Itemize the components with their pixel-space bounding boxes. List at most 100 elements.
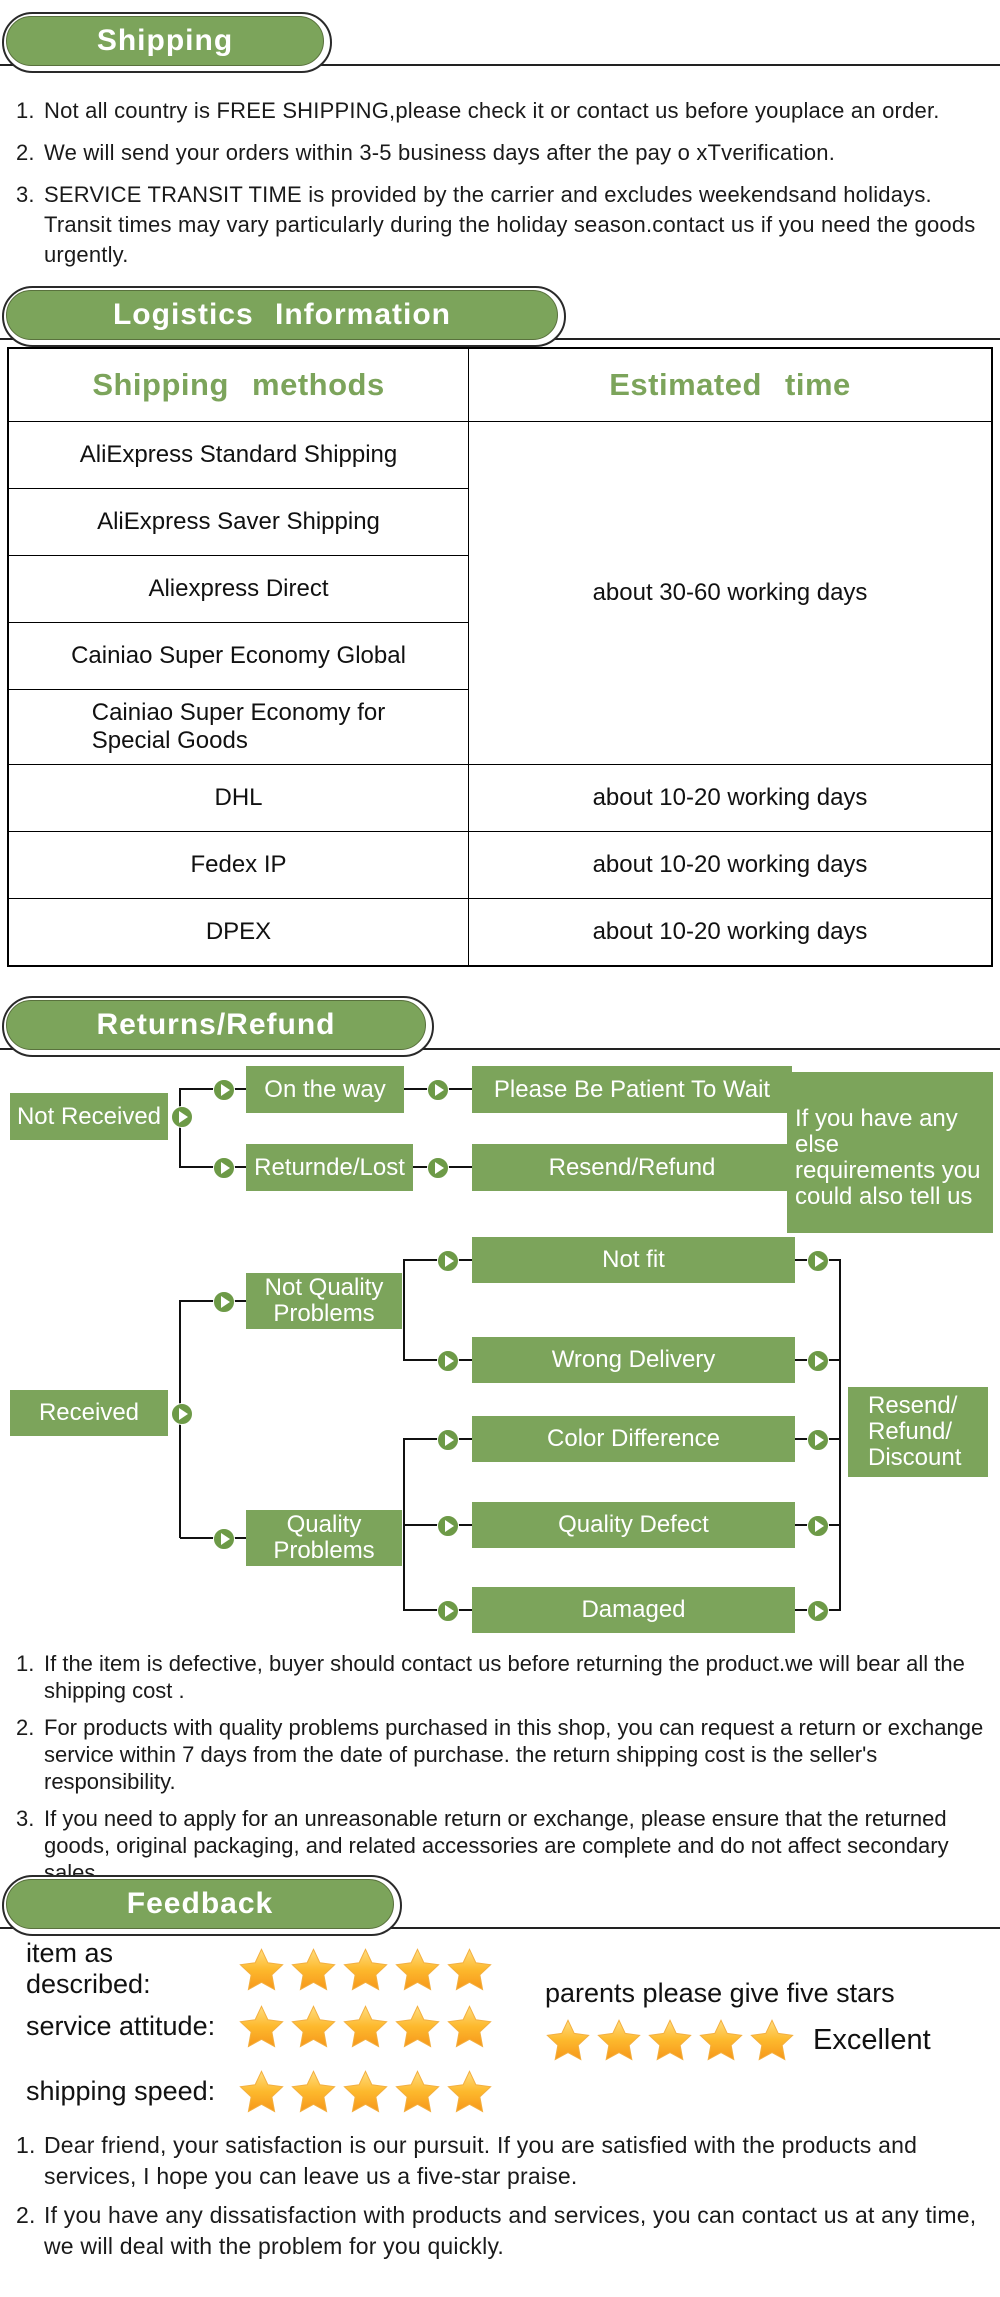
shipping-title: Shipping	[6, 16, 324, 66]
star-icon	[239, 1947, 284, 1991]
table-header-estimated-time: Estimated time	[468, 347, 993, 422]
table-cell-method: Cainiao Super Economy Global	[7, 622, 469, 690]
star-icon	[343, 2070, 388, 2113]
arrow-icon	[807, 1600, 829, 1622]
header-rule	[0, 64, 1000, 66]
star-icon	[291, 2070, 336, 2113]
arrow-icon	[427, 1079, 449, 1101]
table-header-row: Shipping methods Estimated time	[7, 347, 993, 422]
rating-row: shipping speed:	[26, 2068, 493, 2115]
arrow-icon	[213, 1291, 235, 1313]
returns-notes: 1. If the item is defective, buyer shoul…	[16, 1650, 991, 1896]
arrow-icon	[213, 1528, 235, 1550]
flow-box-not-fit: Not fit	[472, 1237, 795, 1283]
star-icon	[395, 2070, 440, 2113]
star-rating	[238, 2003, 493, 2050]
returns-flowchart: On the way Please Be Patient To Wait Not…	[0, 1055, 1000, 1660]
five-star-callout-text: parents please give five stars	[545, 1978, 895, 2008]
arrow-icon	[807, 1350, 829, 1372]
note-number: 2.	[16, 1715, 35, 1740]
table-row: AliExpress Saver Shipping	[7, 488, 992, 556]
arrow-icon	[807, 1515, 829, 1537]
star-icon	[750, 2019, 794, 2061]
star-icon	[395, 2005, 440, 2048]
star-icon	[447, 2005, 492, 2048]
flow-box-not-quality-problems: Not Quality Problems	[246, 1273, 402, 1329]
arrow-icon	[213, 1079, 235, 1101]
arrow-icon	[171, 1403, 193, 1425]
table-cell-method-text: Cainiao Super Economy for Special Goods	[91, 699, 386, 754]
feedback-title: Feedback	[6, 1879, 394, 1929]
flow-box-returned-lost: Returnde/Lost	[246, 1144, 413, 1191]
note-number: 2.	[16, 2202, 36, 2228]
table-cell-time: about 10-20 working days	[468, 831, 993, 899]
table-cell-method: AliExpress Saver Shipping	[7, 488, 469, 556]
table-row: DHL about 10-20 working days	[7, 764, 993, 832]
arrow-icon	[807, 1250, 829, 1272]
star-icon	[447, 2070, 492, 2113]
connector-line	[403, 1259, 405, 1361]
arrow-icon	[427, 1157, 449, 1179]
note-number: 3.	[16, 182, 35, 207]
arrow-icon	[213, 1157, 235, 1179]
arrow-icon	[437, 1429, 459, 1451]
table-cell-method: DHL	[7, 764, 469, 832]
rating-label: item as described:	[26, 1938, 151, 1999]
flow-box-resend-refund: Resend/Refund	[472, 1144, 792, 1191]
note-text: For products with quality problems purch…	[44, 1715, 984, 1794]
feedback-note-1: 1. Dear friend, your satisfaction is our…	[16, 2130, 991, 2192]
feedback-note-2: 2. If you have any dissatisfaction with …	[16, 2200, 991, 2262]
star-icon	[343, 2005, 388, 2048]
flow-box-quality-defect: Quality Defect	[472, 1502, 795, 1548]
shipping-section-header: Shipping	[0, 12, 1000, 73]
five-star-callout: parents please give five stars Excellent	[545, 1978, 931, 2063]
note-text: If the item is defective, buyer should c…	[44, 1651, 965, 1703]
rating-row: service attitude:	[26, 2003, 493, 2050]
flow-box-outcome: Resend/ Refund/ Discount	[848, 1387, 988, 1477]
returns-pill: Returns/Refund	[2, 996, 434, 1057]
table-header-shipping-methods: Shipping methods	[7, 347, 469, 422]
table-cell-group-time: about 30-60 working days	[468, 421, 993, 765]
shipping-note-1: 1. Not all country is FREE SHIPPING,plea…	[16, 96, 991, 126]
table-row: DPEX about 10-20 working days	[7, 898, 993, 967]
rating-label: shipping speed:	[26, 2076, 216, 2106]
table-row: Cainiao Super Economy for Special Goods	[7, 689, 992, 765]
flow-box-please-be-patient: Please Be Patient To Wait	[472, 1066, 792, 1113]
flow-box-side-note: If you have any else requirements you co…	[787, 1072, 993, 1233]
connector-line	[179, 1088, 181, 1168]
arrow-icon	[437, 1600, 459, 1622]
star-rating	[545, 2017, 795, 2063]
table-cell-method: Fedex IP	[7, 831, 469, 899]
star-icon	[239, 2070, 284, 2113]
star-icon	[291, 2005, 336, 2048]
connector-line	[839, 1259, 841, 1611]
table-row: Fedex IP about 10-20 working days	[7, 831, 993, 899]
arrow-icon	[807, 1429, 829, 1451]
flow-box-not-received: Not Received	[10, 1093, 168, 1140]
note-number: 2.	[16, 140, 35, 165]
table-cell-time: about 10-20 working days	[468, 898, 993, 967]
feedback-section-header: Feedback	[0, 1875, 1000, 1936]
shipping-note-2: 2. We will send your orders within 3-5 b…	[16, 138, 991, 168]
flow-box-received: Received	[10, 1390, 168, 1436]
note-text: Not all country is FREE SHIPPING,please …	[44, 98, 940, 123]
star-rating	[238, 1946, 493, 1993]
table-row: Aliexpress Direct	[7, 555, 992, 623]
star-icon	[699, 2019, 743, 2061]
star-icon	[239, 2005, 284, 2048]
table-cell-method: Aliexpress Direct	[7, 555, 469, 623]
note-number: 1.	[16, 98, 35, 123]
note-number: 1.	[16, 2132, 36, 2158]
star-icon	[291, 1947, 336, 1991]
note-text: Dear friend, your satisfaction is our pu…	[44, 2132, 918, 2189]
note-text: If you have any dissatisfaction with pro…	[44, 2202, 977, 2259]
note-number: 1.	[16, 1651, 35, 1676]
table-row: Cainiao Super Economy Global	[7, 622, 992, 690]
table-row: AliExpress Standard Shipping about 30-60…	[7, 421, 993, 765]
arrow-icon	[437, 1250, 459, 1272]
flow-box-color-difference: Color Difference	[472, 1416, 795, 1462]
excellent-label: Excellent	[813, 2023, 931, 2056]
arrow-icon	[437, 1515, 459, 1537]
rating-label: service attitude:	[26, 2011, 216, 2041]
logistics-table: Shipping methods Estimated time AliExpre…	[7, 347, 993, 967]
